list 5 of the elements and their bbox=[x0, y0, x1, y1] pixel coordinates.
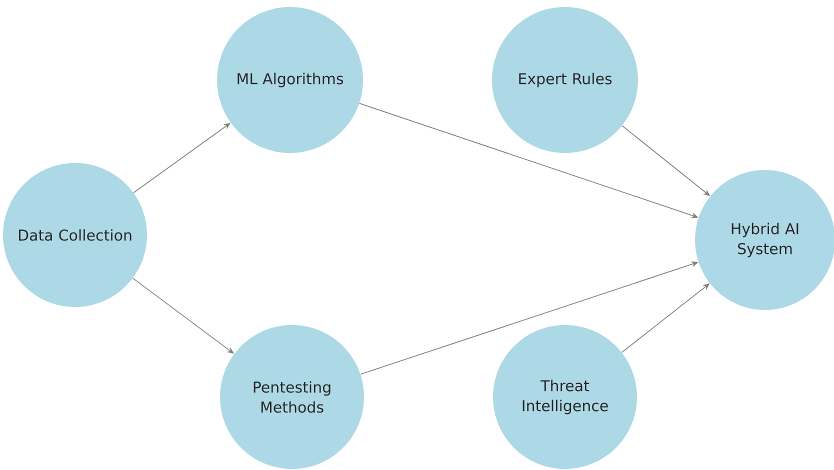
circle-node: Threat Intelligence bbox=[493, 325, 637, 469]
circle-node: Data Collection bbox=[3, 163, 147, 307]
circle-node: Expert Rules bbox=[492, 7, 638, 153]
circle-node: Pentesting Methods bbox=[220, 325, 364, 469]
circle-node: ML Algorithms bbox=[217, 7, 363, 153]
